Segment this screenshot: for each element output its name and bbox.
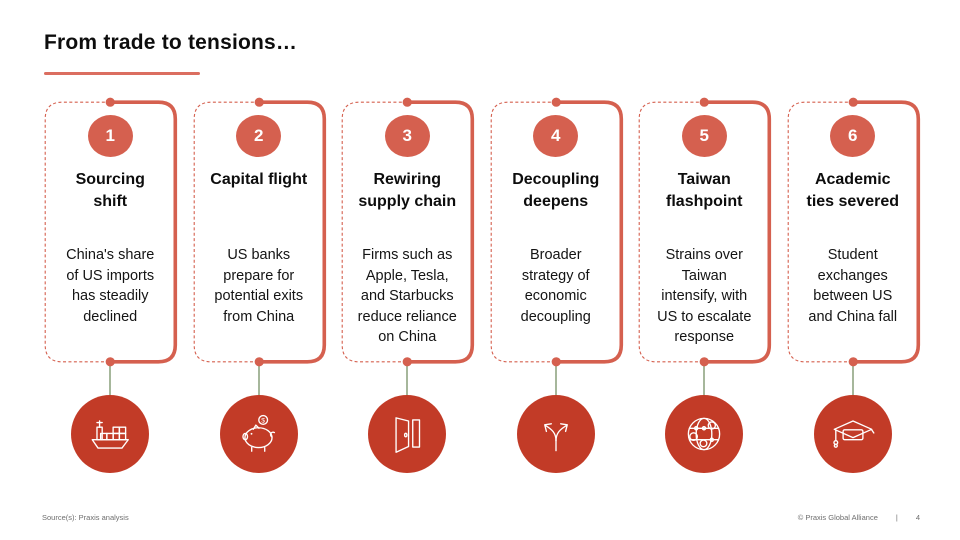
step-card-1: 1 Sourcing shift China's share of US imp…	[43, 97, 178, 367]
cargo-ship-icon	[71, 395, 150, 473]
open-door-icon	[368, 395, 447, 473]
step-description: Firms such as Apple, Tesla, and Starbuck…	[357, 247, 457, 346]
connector-line	[406, 364, 409, 396]
connector-line	[554, 364, 557, 396]
card-border	[638, 97, 772, 367]
cards-row: 1 Sourcing shift China's share of US imp…	[43, 97, 921, 473]
card-border	[490, 97, 623, 367]
step-column-4: 4 Decoupling deepens Broader strategy of…	[489, 97, 624, 473]
diverging-arrows-icon	[516, 395, 595, 473]
step-column-6: 6 Academic ties severed Student exchange…	[786, 97, 921, 473]
svg-text:$: $	[261, 417, 265, 424]
connector-line	[109, 364, 112, 396]
footer: Source(s): Praxis analysis © Praxis Glob…	[42, 513, 920, 522]
step-title: Academic ties severed	[806, 171, 899, 211]
connector-line	[851, 364, 854, 396]
step-card-5: 5 Taiwan flashpoint Strains over Taiwan …	[637, 97, 772, 367]
card-border	[787, 97, 920, 367]
step-title: Rewiring supply chain	[358, 171, 457, 211]
step-number-badge: 1	[87, 115, 133, 157]
step-number-badge: 2	[236, 115, 282, 157]
step-description: Broader strategy of economic decoupling	[520, 247, 591, 325]
step-description: China's share of US imports has steadily…	[66, 247, 155, 325]
step-card-4: 4 Decoupling deepens Broader strategy of…	[489, 97, 624, 367]
step-description: US banks prepare for potential exits fro…	[214, 247, 304, 325]
page-number: 4	[915, 513, 920, 522]
step-column-1: 1 Sourcing shift China's share of US imp…	[43, 97, 178, 473]
step-title: Decoupling deepens	[512, 171, 600, 211]
step-number-badge: 5	[681, 115, 727, 157]
source-note: Source(s): Praxis analysis	[42, 513, 129, 522]
slide-header: From trade to tensions…	[0, 0, 960, 75]
copyright-note: © Praxis Global Alliance	[797, 513, 878, 522]
card-border	[44, 97, 178, 367]
title-underline	[44, 72, 200, 75]
footer-separator: |	[895, 513, 898, 522]
step-number-badge: 6	[830, 115, 876, 157]
page-title: From trade to tensions…	[44, 31, 298, 54]
step-title: Taiwan flashpoint	[666, 171, 743, 211]
card-border	[341, 97, 475, 367]
step-card-2: 2 Capital flight US banks prepare for po…	[192, 97, 327, 367]
connector-line	[257, 364, 260, 396]
connector-line	[703, 364, 706, 396]
piggy-bank-icon: $	[219, 395, 298, 473]
graduation-cap-icon	[813, 395, 892, 473]
step-column-5: 5 Taiwan flashpoint Strains over Taiwan …	[637, 97, 772, 473]
step-column-2: 2 Capital flight US banks prepare for po…	[192, 97, 327, 473]
globe-network-icon	[665, 395, 744, 473]
card-border	[193, 97, 326, 367]
step-description: Student exchanges between US and China f…	[808, 247, 898, 325]
step-column-3: 3 Rewiring supply chain Firms such as Ap…	[340, 97, 475, 473]
footer-right: © Praxis Global Alliance | 4	[798, 513, 920, 522]
step-card-3: 3 Rewiring supply chain Firms such as Ap…	[340, 97, 475, 367]
step-card-6: 6 Academic ties severed Student exchange…	[786, 97, 921, 367]
step-title: Sourcing shift	[75, 171, 145, 211]
step-number-badge: 3	[384, 115, 430, 157]
step-description: Strains over Taiwan intensify, with US t…	[657, 247, 752, 346]
step-number-badge: 4	[533, 115, 579, 157]
step-title: Capital flight	[210, 171, 308, 188]
